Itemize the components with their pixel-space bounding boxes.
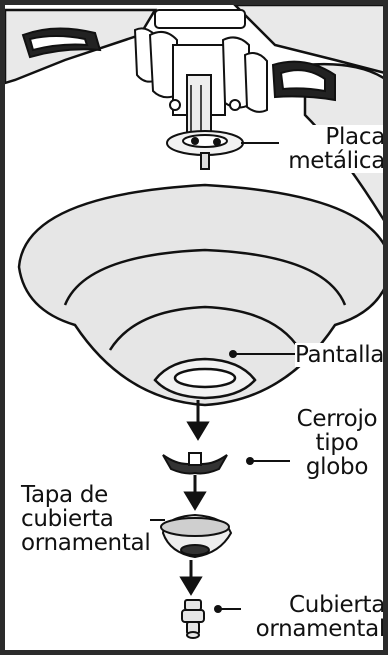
label-pantalla: Pantalla [295,342,385,368]
blade-irons [21,27,336,102]
metal-plate [166,130,244,170]
globe-latch [162,452,228,475]
fan-light-kit-illustration [5,5,383,639]
finial-cap [160,513,233,559]
finial [181,599,205,639]
label-tapa-cubierta-ornamental: Tapa de cubierta ornamental [21,482,151,556]
label-cerrojo-tipo-globo: Cerrojo tipo globo [290,407,383,479]
assembly-arrows [179,400,210,596]
label-cubierta-ornamental: Cubierta ornamental [241,593,383,641]
motor-housing [133,9,268,146]
glass-shade [17,183,383,407]
label-placa-metalica: Placa metálica [279,125,383,173]
